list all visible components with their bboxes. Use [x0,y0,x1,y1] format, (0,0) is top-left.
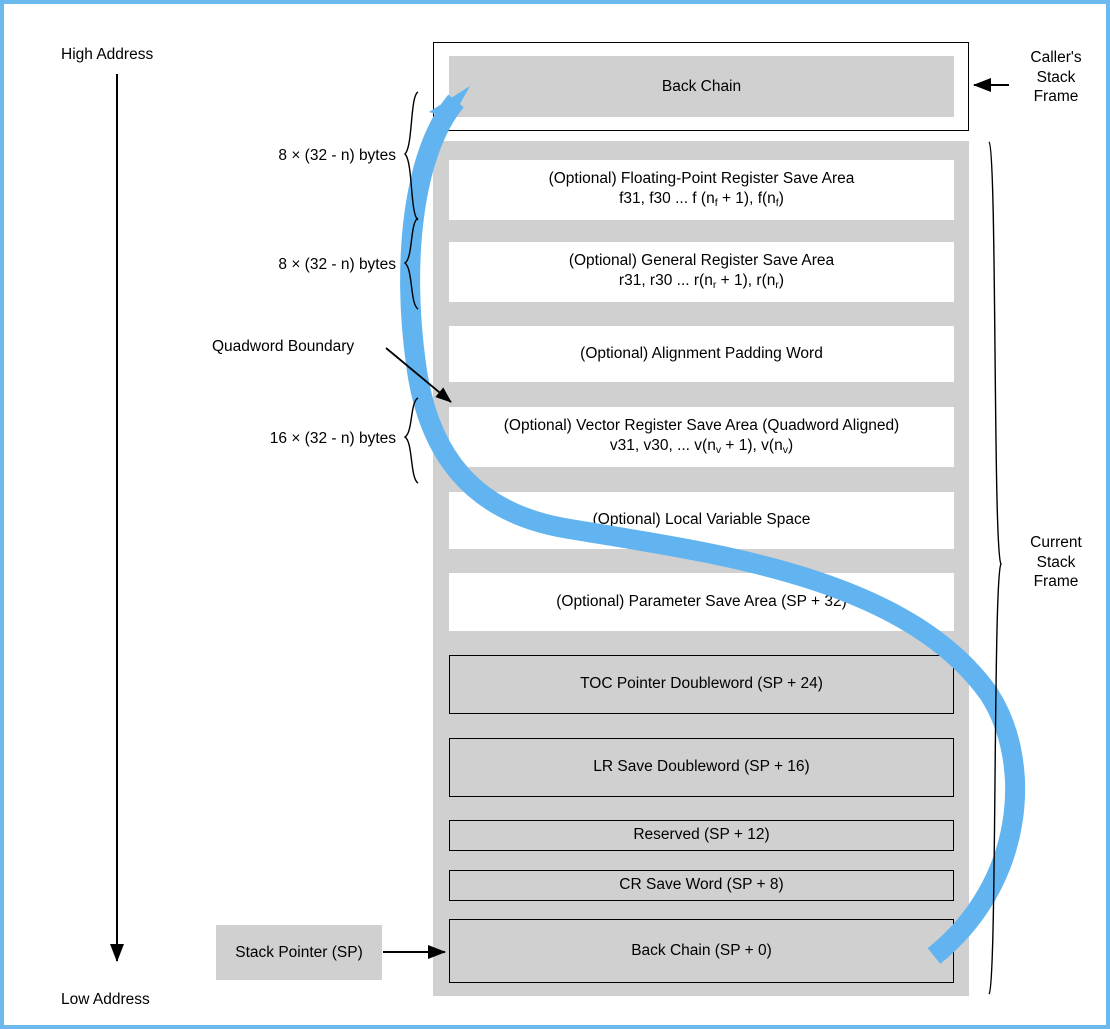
stack-pointer-box: Stack Pointer (SP) [216,925,382,980]
slot-toc-pointer-doubleword: TOC Pointer Doubleword (SP + 24) [449,655,954,714]
current-frame-line3: Frame [1033,573,1079,591]
brace-current-stack-frame [988,141,1002,995]
slot-back-chain-sp0: Back Chain (SP + 0) [449,919,954,983]
slot-vector-register-save-area-line2: v31, v30, ... v(nv + 1), v(nv) [609,437,794,457]
slot-vector-register-save-area-line1: (Optional) Vector Register Save Area (Qu… [503,417,900,435]
slot-fpr-save-area-line1: (Optional) Floating-Point Register Save … [548,170,855,188]
slot-toc-pointer-doubleword-line1: TOC Pointer Doubleword (SP + 24) [580,675,823,693]
slot-lr-save-doubleword: LR Save Doubleword (SP + 16) [449,738,954,797]
low-address-label: Low Address [61,991,150,1008]
callers-frame-line1: Caller's [1030,49,1082,66]
slot-reserved: Reserved (SP + 12) [449,820,954,851]
slot-caller-back-chain: Back Chain [449,56,954,117]
callers-frame-line3: Frame [1033,88,1079,106]
slot-parameter-save-area: (Optional) Parameter Save Area (SP + 32) [449,573,954,631]
callers-stack-frame-label: Caller's Stack Frame [1008,48,1104,107]
slot-gpr-save-area-line2: r31, r30 ... r(nr + 1), r(nr) [618,272,785,292]
slot-local-variable-space-line1: (Optional) Local Variable Space [592,511,811,529]
slot-cr-save-word: CR Save Word (SP + 8) [449,870,954,901]
slot-alignment-padding-word-line1: (Optional) Alignment Padding Word [580,344,823,362]
slot-back-chain-sp0-line1: Back Chain (SP + 0) [631,941,772,959]
callout-quadword-boundary: Quadword Boundary [212,338,355,355]
slot-lr-save-doubleword-line1: LR Save Doubleword (SP + 16) [593,758,810,776]
slot-vector-register-save-area: (Optional) Vector Register Save Area (Qu… [449,407,954,467]
brace-gpr-size [403,217,419,310]
annotation-fpr-size: 8 × (32 - n) bytes [278,147,396,164]
slot-parameter-save-area-line1: (Optional) Parameter Save Area (SP + 32) [556,592,847,610]
slot-alignment-padding-word: (Optional) Alignment Padding Word [449,326,954,382]
slot-gpr-save-area-line1: (Optional) General Register Save Area [568,252,835,270]
slot-fpr-save-area: (Optional) Floating-Point Register Save … [449,160,954,220]
annotation-vr-size: 16 × (32 - n) bytes [269,430,396,447]
current-stack-frame-label: Current Stack Frame [1008,533,1104,592]
high-address-label: High Address [61,46,154,63]
slot-reserved-line1: Reserved (SP + 12) [633,826,770,844]
brace-vr-size [403,397,419,484]
slot-fpr-save-area-line2: f31, f30 ... f (nf + 1), f(nf) [619,190,784,210]
current-frame-line1: Current [1030,534,1082,551]
annotation-gpr-size: 8 × (32 - n) bytes [278,256,396,273]
current-frame-line2: Stack [1036,553,1076,571]
slot-gpr-save-area: (Optional) General Register Save Area r3… [449,242,954,302]
slot-local-variable-space: (Optional) Local Variable Space [449,492,954,549]
brace-fpr-size [404,91,419,221]
callers-frame-line2: Stack [1036,68,1076,86]
slot-cr-save-word-line1: CR Save Word (SP + 8) [619,876,784,894]
